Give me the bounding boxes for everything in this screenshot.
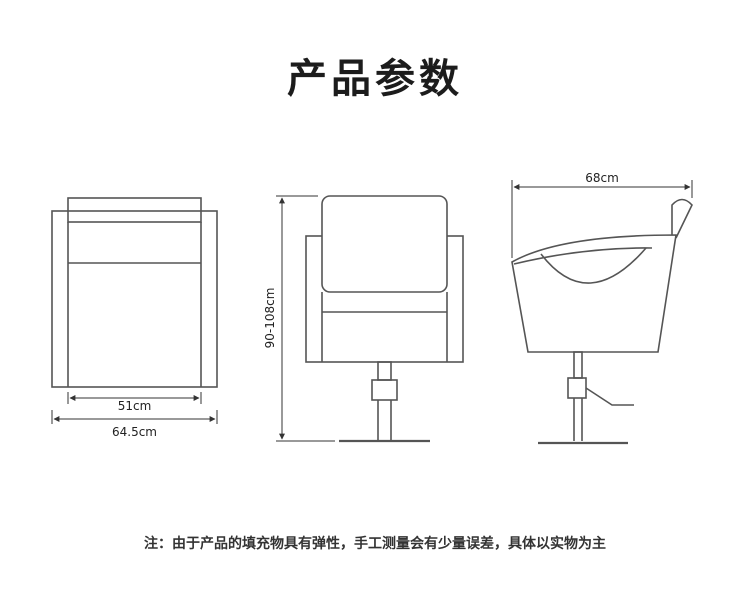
chair-top-view xyxy=(51,197,218,388)
side-view-body xyxy=(511,234,677,353)
page-title: 产品参数 xyxy=(287,56,463,102)
height-dimension: 90-108cm xyxy=(263,195,335,442)
outer-width-dimension: 64.5cm xyxy=(51,410,218,439)
front-view-pump xyxy=(371,379,398,401)
side-view-foot-pedal xyxy=(585,387,634,406)
side-view-seat-curve xyxy=(540,247,647,284)
chair-front-view xyxy=(305,195,464,443)
height-label: 90-108cm xyxy=(263,288,277,349)
inner-width-label: 51cm xyxy=(118,399,152,413)
depth-dimension: 68cm xyxy=(511,171,693,258)
top-view-backrest xyxy=(67,197,202,223)
side-view-backrest xyxy=(671,198,693,239)
side-view-pump xyxy=(567,377,587,399)
outer-width-label: 64.5cm xyxy=(112,425,157,439)
chair-side-view xyxy=(511,198,693,445)
measurement-note: 注：由于产品的填充物具有弹性，手工测量会有少量误差，具体以实物为主 xyxy=(144,536,606,552)
front-view-pump-cap xyxy=(377,361,392,381)
front-view-backrest xyxy=(321,195,448,293)
inner-width-dimension: 51cm xyxy=(67,392,202,413)
side-view-arm-line xyxy=(513,247,653,265)
side-view-pump-cap xyxy=(573,351,583,379)
top-view-outer-frame xyxy=(51,210,218,388)
depth-label: 68cm xyxy=(585,171,619,185)
